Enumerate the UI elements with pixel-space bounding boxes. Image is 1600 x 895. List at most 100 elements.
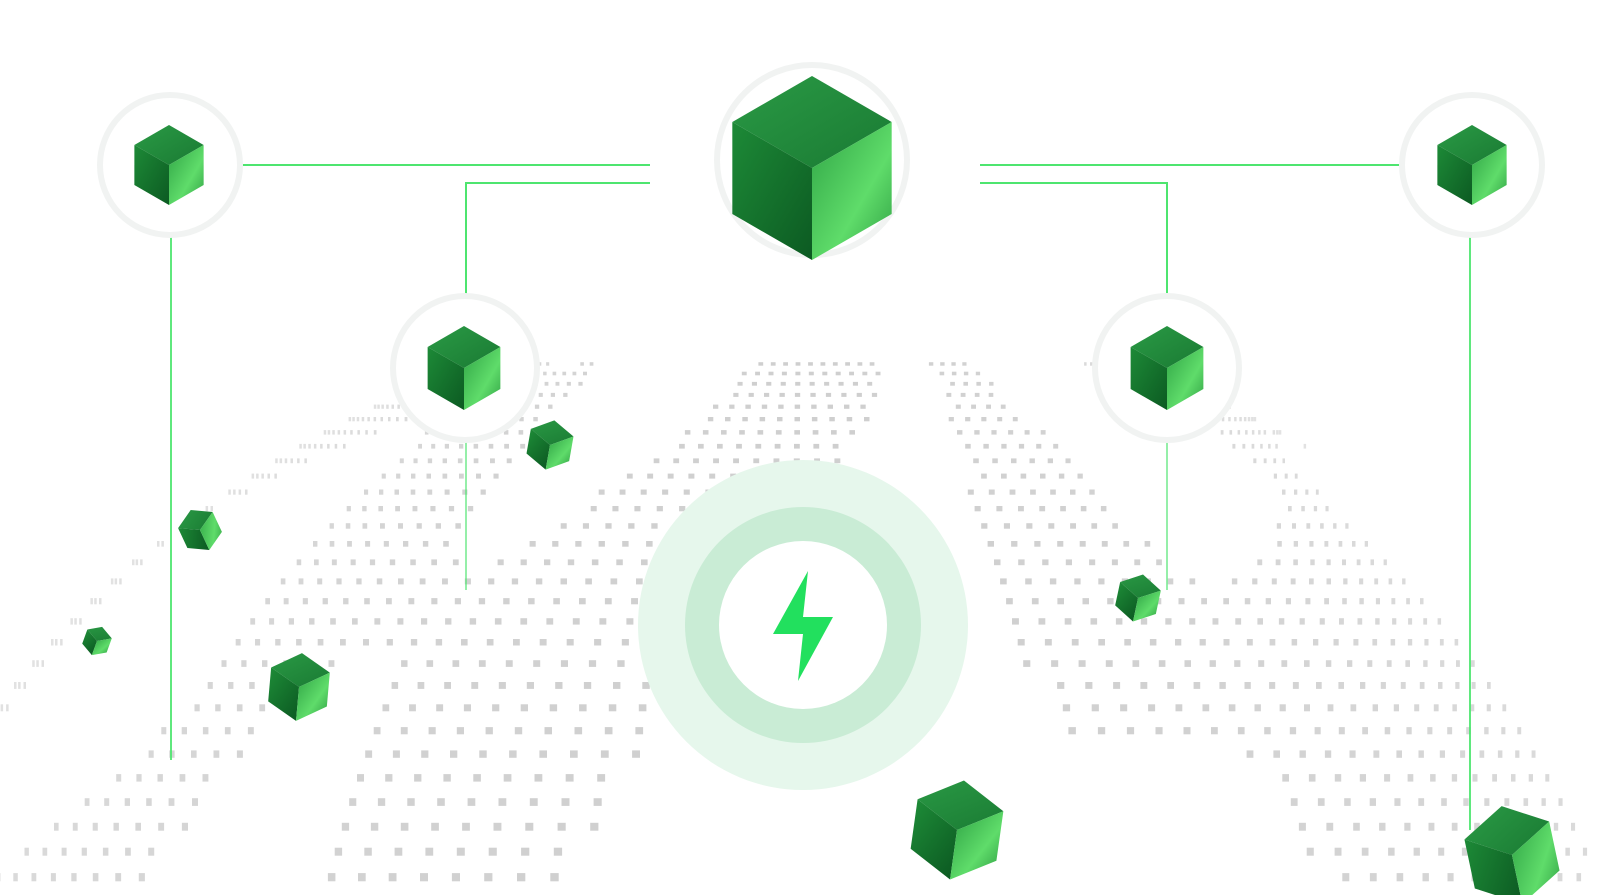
globe-dot <box>1359 578 1364 585</box>
globe-dot <box>745 404 751 409</box>
globe-dot <box>148 750 154 758</box>
globe-dot <box>1454 639 1459 646</box>
globe-dot <box>1313 506 1318 512</box>
globe-dot <box>1290 798 1298 806</box>
globe-dot <box>1380 682 1386 689</box>
globe-dot <box>1487 682 1491 689</box>
globe-dot <box>473 458 479 464</box>
globe-dot <box>693 458 699 464</box>
globe-dot <box>410 559 416 566</box>
globe-dot <box>431 598 438 605</box>
globe-dot <box>533 660 541 667</box>
globe-dot <box>1057 682 1065 689</box>
globe-dot <box>36 660 39 667</box>
globe-dot <box>764 392 770 397</box>
globe-dot <box>488 578 495 585</box>
globe-dot <box>758 362 764 366</box>
globe-dot <box>327 443 330 449</box>
globe-dot <box>456 727 464 735</box>
globe-dot <box>207 682 213 689</box>
globe-dot <box>583 371 587 376</box>
globe-dot <box>1419 682 1425 689</box>
globe-dot <box>364 598 370 605</box>
globe-dot <box>1078 660 1086 667</box>
globe-dot <box>314 559 319 566</box>
globe-dot <box>394 489 399 495</box>
globe-dot <box>327 430 331 435</box>
globe-dot <box>1024 430 1030 435</box>
globe-dot <box>236 704 243 712</box>
globe-dot <box>1501 727 1506 735</box>
globe-dot <box>1391 598 1396 605</box>
globe-dot <box>741 371 747 376</box>
globe-dot <box>777 417 783 422</box>
globe-dot <box>748 392 754 397</box>
globe-dot <box>566 639 574 646</box>
globe-dot <box>1427 727 1433 735</box>
globe-dot <box>340 639 346 646</box>
globe-dot <box>486 639 494 646</box>
globe-dot <box>504 443 509 449</box>
cube-icon-bottom-center <box>910 780 1004 880</box>
globe-dot <box>1244 682 1251 689</box>
globe-dot <box>1220 430 1224 435</box>
globe-dot <box>1269 639 1276 646</box>
globe-dot <box>1017 639 1025 646</box>
globe-dot <box>809 381 815 386</box>
globe-dot <box>427 489 433 495</box>
globe-dot <box>135 559 139 566</box>
globe-dot <box>974 506 981 512</box>
globe-dot <box>444 443 449 449</box>
globe-dot <box>1273 750 1280 758</box>
globe-dot <box>794 404 801 409</box>
globe-dot <box>497 559 504 566</box>
globe-dot <box>431 822 439 831</box>
globe-dot <box>636 578 643 585</box>
globe-dot <box>856 392 862 397</box>
globe-dot <box>386 598 392 605</box>
globe-dot <box>795 381 801 386</box>
globe-dot <box>1264 727 1271 735</box>
globe-dot <box>835 371 841 376</box>
globe-dot <box>503 774 512 782</box>
globe-dot <box>1404 822 1411 831</box>
globe-dot <box>864 417 870 422</box>
globe-dot <box>442 473 448 479</box>
globe-dot <box>471 682 479 689</box>
globe-dot <box>1422 873 1429 882</box>
globe-dot <box>612 506 619 512</box>
globe-dot <box>1373 750 1380 758</box>
globe-dot <box>539 750 547 758</box>
globe-dot <box>1167 682 1174 689</box>
globe-dot <box>560 660 568 667</box>
globe-dot <box>13 873 18 882</box>
globe-dot <box>832 362 838 366</box>
globe-dot <box>557 822 566 831</box>
globe-dot <box>94 598 97 605</box>
globe-dot <box>1471 682 1476 689</box>
globe-dot <box>539 639 547 646</box>
globe-dot <box>520 618 528 625</box>
globe-dot <box>377 798 386 806</box>
globe-dot <box>348 417 352 422</box>
globe-dot <box>308 443 311 449</box>
globe-dot <box>261 473 264 479</box>
globe-dot <box>221 660 227 667</box>
globe-dot <box>621 639 629 646</box>
globe-dot <box>444 682 451 689</box>
globe-dot <box>981 473 987 479</box>
globe-dot <box>1439 750 1445 758</box>
globe-dot <box>1070 523 1076 529</box>
globe-dot <box>494 618 502 625</box>
globe-dot <box>280 578 286 585</box>
globe-dot <box>431 559 437 566</box>
globe-dot <box>1430 774 1436 782</box>
globe-dot <box>846 417 853 422</box>
globe-dot <box>518 430 524 435</box>
globe-dot <box>381 473 386 479</box>
globe-dot <box>1243 417 1247 422</box>
globe-dot <box>1305 489 1309 495</box>
globe-dot <box>1281 660 1288 667</box>
globe-dot <box>1359 774 1366 782</box>
globe-dot <box>565 774 574 782</box>
